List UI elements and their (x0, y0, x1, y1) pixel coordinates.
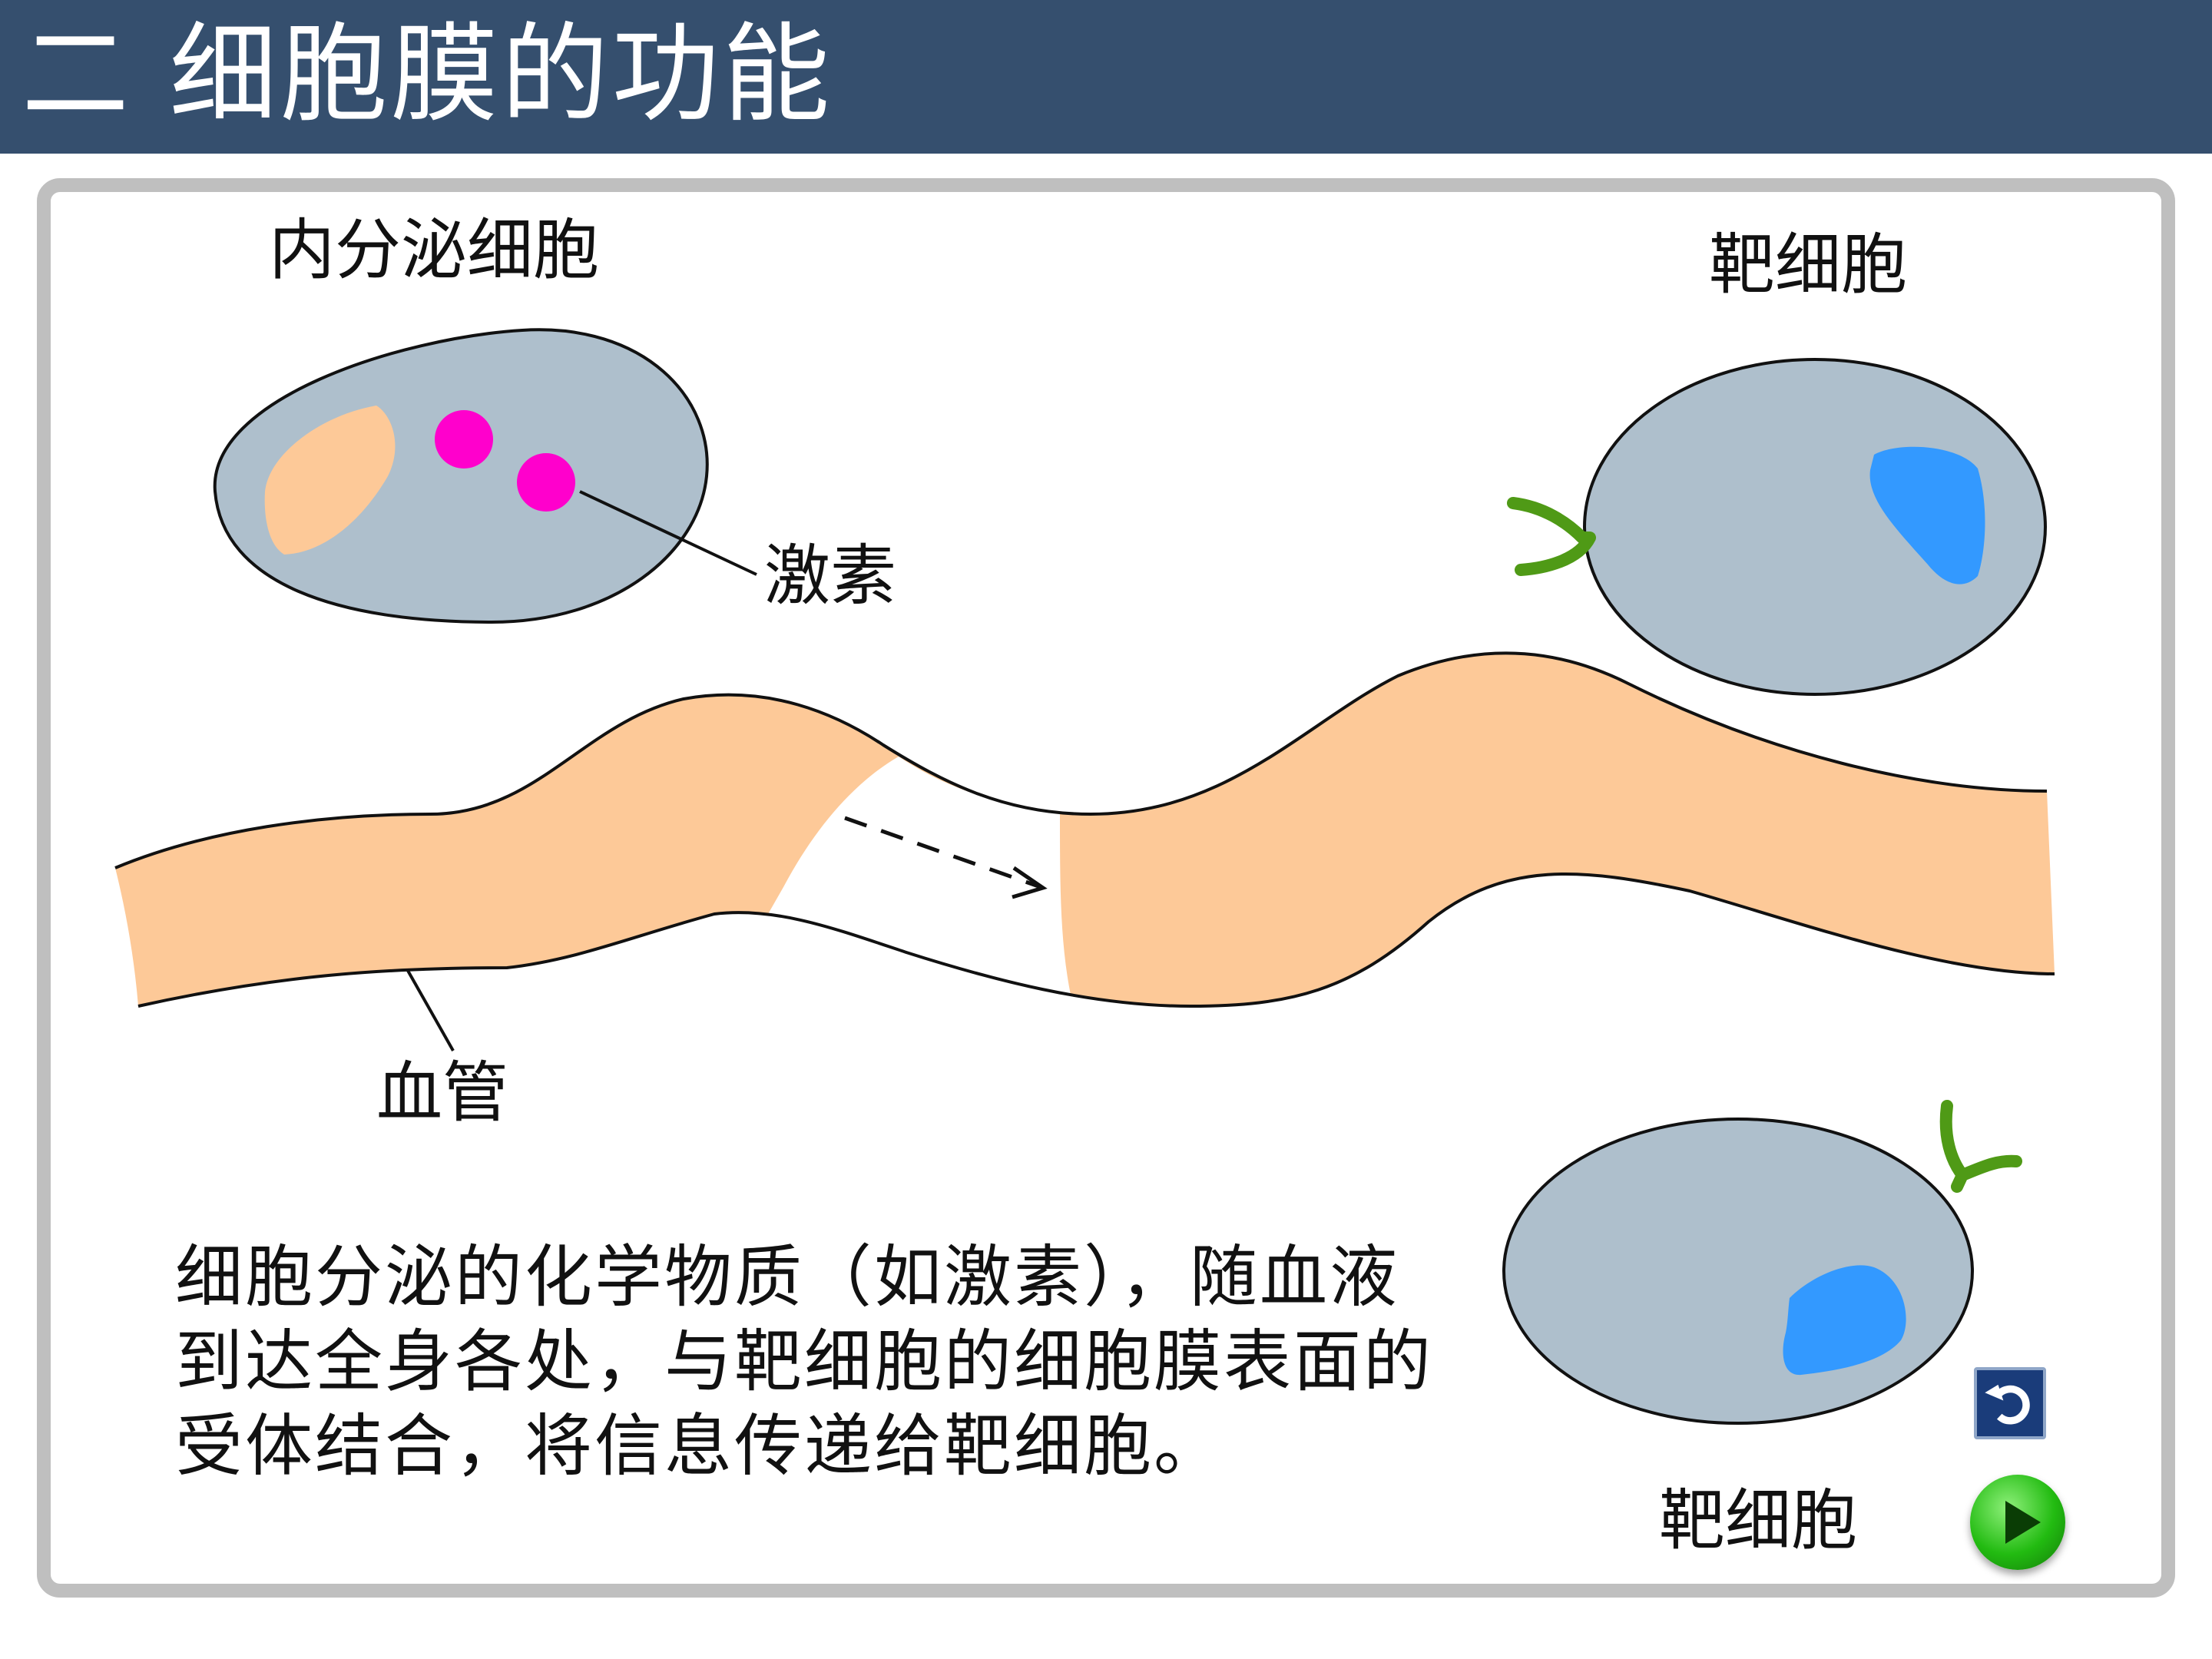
blood-vessel (114, 651, 2055, 1051)
target-cell-top-body (1583, 358, 2047, 696)
label-blood-vessel: 血管 (376, 1055, 508, 1131)
target-cell-bottom-body (1502, 1118, 1974, 1425)
vessel-wall-top (114, 651, 2048, 869)
vessel-pointer-line (406, 969, 455, 1051)
hormone-flow-arrow (844, 816, 1041, 889)
target-cell-bottom-nucleus (1783, 1265, 1906, 1376)
label-hormone: 激素 (764, 538, 896, 614)
label-secretory-cell: 内分泌细胞 (269, 212, 599, 289)
target-cell-bottom (1502, 1100, 2022, 1425)
vessel-body (115, 653, 2055, 1006)
target-cell-top-nucleus (1869, 446, 1985, 584)
vessel-wall-bottom (137, 873, 2055, 1008)
label-target-cell-bottom: 靶细胞 (1659, 1482, 1857, 1559)
header-bar: 二 细胞膜的功能 (0, 0, 2212, 154)
target-cell-top (1507, 358, 2047, 696)
replay-icon (1985, 1384, 2030, 1425)
secretory-cell (213, 328, 757, 624)
vessel-clear-section (768, 757, 1071, 998)
secretory-cell-nucleus (264, 406, 396, 555)
secretory-cell-body (213, 328, 709, 624)
replay-button[interactable] (1974, 1367, 2046, 1439)
label-target-cell-top: 靶细胞 (1709, 227, 1907, 303)
hormone-granule-1 (435, 410, 493, 469)
hormone-granule-2 (517, 453, 575, 512)
page-title: 二 细胞膜的功能 (22, 12, 833, 137)
play-button[interactable] (1970, 1475, 2065, 1570)
hormone-flow-arrowhead (1012, 866, 1048, 899)
receptor-top (1507, 497, 1596, 576)
hormone-pointer-line (579, 490, 757, 576)
description-text: 细胞分泌的化学物质（如激素），随血液到达全身各处，与靶细胞的细胞膜表面的受体结合… (175, 1237, 1434, 1485)
receptor-bottom (1939, 1100, 2022, 1193)
play-icon (2005, 1501, 2041, 1544)
